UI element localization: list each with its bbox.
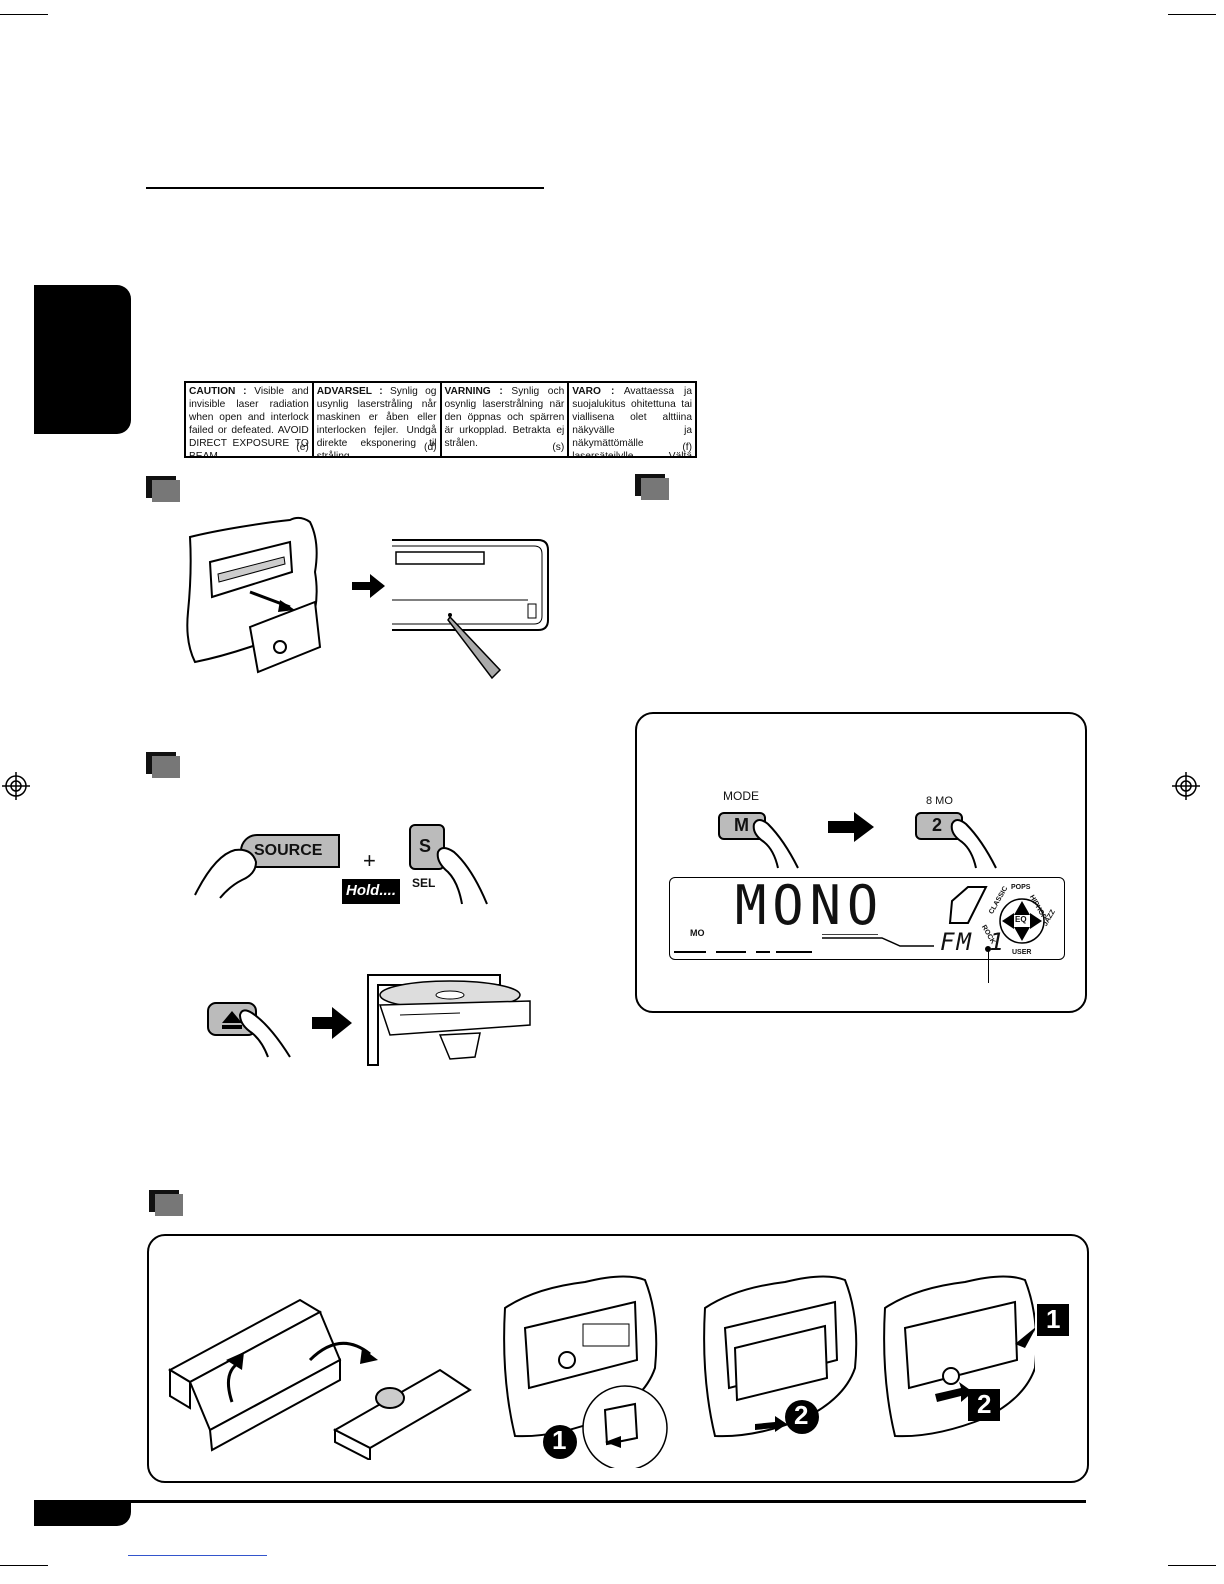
step-2-label: 2 [794, 1400, 809, 1430]
source-button-label: SOURCE [254, 842, 323, 859]
title-underline [146, 187, 544, 189]
language-tab [34, 285, 131, 434]
lcd-display [669, 877, 1065, 960]
mode-button-label: M [734, 815, 749, 835]
registration-mark-left [2, 772, 30, 800]
step-2-badge [785, 1400, 819, 1434]
crop-mark [1168, 14, 1216, 15]
caution-cell-finnish: VARO : Avattaessa ja suojalukitus ohitet… [572, 386, 692, 456]
pointer-line [988, 951, 989, 983]
section-marker-3 [146, 752, 180, 778]
finger-icon [752, 819, 799, 869]
panel-case-illustration [167, 1298, 472, 1460]
section-marker-2 [635, 474, 669, 500]
arrow-right-icon [828, 812, 874, 842]
caution-cell-danish: ADVARSEL : Synlig og usynlig laserstråli… [314, 383, 442, 456]
crop-mark [1168, 1565, 1216, 1566]
eq-label-user: USER [1012, 949, 1032, 956]
crop-mark [0, 14, 48, 15]
mode-label: MODE [723, 789, 759, 803]
preset-2-button-label: 2 [932, 815, 943, 835]
lcd-main-text: MONO [735, 874, 885, 938]
source-button-illustration: SOURCE [190, 820, 340, 900]
band-indicator: FM 1 [940, 928, 1006, 956]
plus-sign: + [363, 848, 376, 873]
finger-icon [436, 847, 488, 905]
preset-2-top-label: 8 MO [926, 795, 953, 807]
section-marker-1 [146, 476, 180, 502]
final-step-2-badge [968, 1389, 1000, 1421]
final-step-1-badge [1037, 1304, 1069, 1336]
attach-step-1-illustration [503, 1275, 668, 1468]
section-marker-4 [149, 1190, 183, 1216]
attach-panel-box [147, 1234, 1089, 1483]
footer-link-line [128, 1555, 267, 1556]
hold-badge [342, 879, 400, 904]
eject-illustration [207, 974, 531, 1066]
finger-icon [950, 819, 997, 869]
finger-icon [194, 848, 258, 899]
eq-label-pops: POPS [1011, 884, 1031, 891]
lcd-segments [674, 934, 934, 953]
hold-label: Hold.... [346, 882, 396, 899]
attach-final-illustration [883, 1275, 1035, 1438]
mo-indicator: MO [690, 928, 705, 938]
sel-label: SEL [412, 876, 436, 890]
step-1-label: 1 [552, 1425, 567, 1455]
registration-mark-right [1172, 772, 1200, 800]
crop-mark [0, 1565, 48, 1566]
eq-indicator [948, 886, 1045, 952]
eq-center-label: EQ [1015, 915, 1027, 924]
mono-mode-panel [635, 712, 1087, 1013]
s-button-label: S [419, 836, 432, 856]
caution-cell-swedish: VARNING : Synlig och osynlig laserstråln… [442, 383, 570, 456]
reset-illustration [186, 516, 549, 680]
step-1-badge [543, 1425, 577, 1459]
attach-step-2-illustration [703, 1275, 858, 1438]
caution-cell-english: CAUTION : Visible and invisible laser ra… [186, 383, 314, 456]
page-number-tab [34, 1500, 131, 1526]
laser-caution-label: CAUTION : Visible and invisible laser ra… [184, 381, 697, 458]
footer-rule [34, 1500, 1086, 1503]
final-step-2-label: 2 [977, 1389, 992, 1419]
final-step-1-label: 1 [1046, 1304, 1061, 1334]
